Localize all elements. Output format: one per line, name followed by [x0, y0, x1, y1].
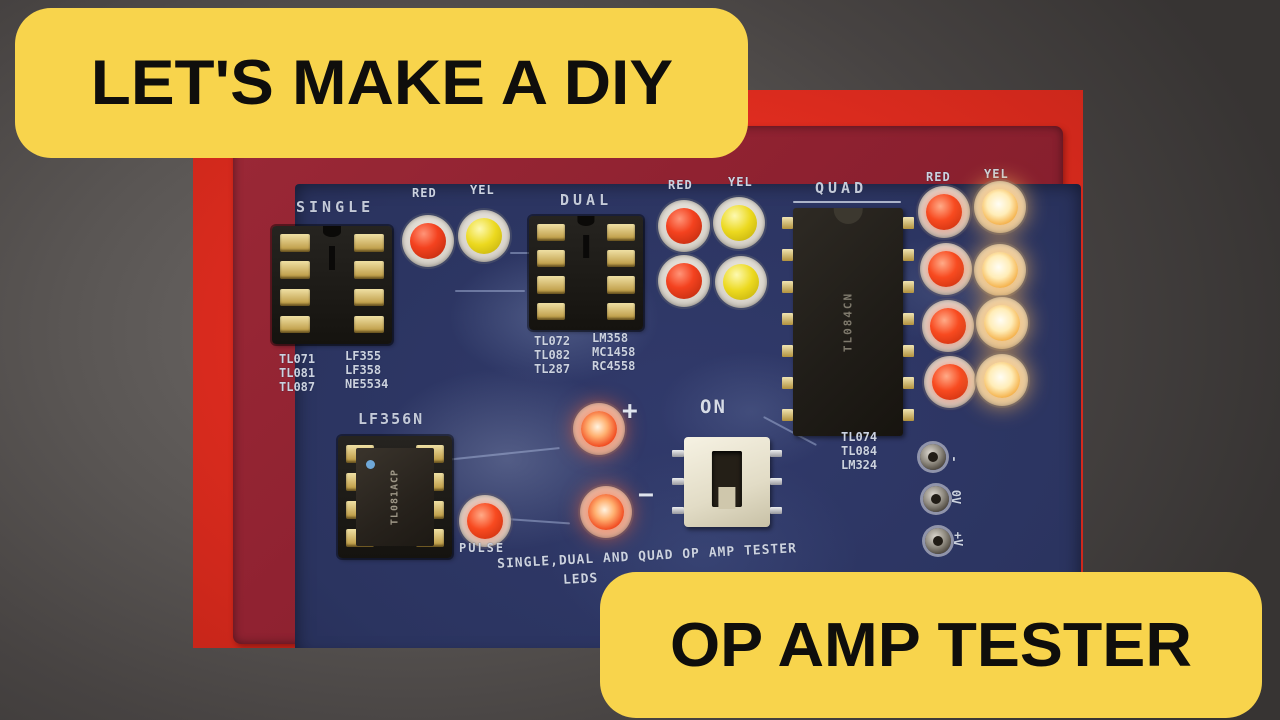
quad-red-led-1 — [918, 186, 970, 238]
terminal-minus-pad — [920, 444, 946, 470]
quad-red-led-2 — [920, 243, 972, 295]
switch-knob — [718, 487, 736, 509]
dual-yellow-led-1 — [713, 197, 765, 249]
quad-chip-list: TL074 TL084 LM324 — [841, 430, 878, 472]
dual-red-label: RED — [668, 178, 693, 192]
single-red-led — [402, 215, 454, 267]
lf356-inserted-chip: TL081ACP — [356, 448, 434, 546]
lf356-label: LF356N — [358, 410, 425, 428]
quad-red-label: RED — [926, 170, 951, 184]
dual-chip-list-col1: TL072 TL082 TL287 — [534, 334, 571, 376]
dual-section-label: DUAL — [560, 191, 613, 209]
quad-yellow-led-4 — [976, 354, 1028, 406]
board-leds-silkscreen: LEDS — [562, 571, 599, 588]
pcb-trace — [455, 290, 525, 292]
terminal-plusv-pad — [925, 528, 951, 554]
quad-red-led-4 — [924, 356, 976, 408]
terminal-plusv-label: +V — [951, 531, 966, 547]
lf356-chip-marking: TL081ACP — [389, 468, 401, 526]
single-yellow-led — [458, 210, 510, 262]
lf356-socket: TL081ACP — [338, 436, 452, 558]
quad-section-label: QUAD — [815, 179, 868, 197]
pulse-led — [459, 495, 511, 547]
quad-chip-marking: TL084CN — [841, 291, 855, 353]
quad-yellow-led-3 — [976, 297, 1028, 349]
quad-yellow-led-1 — [974, 181, 1026, 233]
single-chip-list-col2: LF355 LF358 NE5534 — [345, 349, 389, 391]
socket-slot — [329, 246, 335, 270]
plus-rail-label: + — [622, 396, 638, 426]
minus-rail-label: − — [638, 480, 654, 510]
dual-red-led-1 — [658, 200, 710, 252]
dual-red-led-2 — [658, 255, 710, 307]
quad-red-led-3 — [922, 300, 974, 352]
single-chip-list-col1: TL071 TL081 TL087 — [279, 352, 316, 394]
pulse-label: PULSE — [459, 541, 506, 555]
on-label: ON — [700, 396, 727, 418]
minus-rail-led — [580, 486, 632, 538]
quad-yellow-led-2 — [974, 244, 1026, 296]
single-section-label: SINGLE — [296, 198, 375, 216]
power-switch — [672, 437, 782, 527]
bottom-banner: OP AMP TESTER — [600, 572, 1262, 718]
plus-rail-led — [573, 403, 625, 455]
dual-dip8-socket — [529, 216, 643, 330]
board-photo: SINGLE RED YEL TL071 TL081 TL087 LF355 L… — [193, 90, 1083, 648]
quad-yel-label: YEL — [984, 167, 1009, 181]
terminal-0v-label: 0V — [949, 489, 964, 505]
bottom-banner-text: OP AMP TESTER — [670, 610, 1192, 680]
dual-yellow-led-2 — [715, 256, 767, 308]
single-dip8-socket — [272, 226, 392, 344]
chip-pin1-dot — [365, 459, 375, 469]
socket-notch — [323, 226, 341, 237]
terminal-minus-label: - — [947, 455, 962, 463]
terminal-0v-pad — [923, 486, 949, 512]
single-red-label: RED — [412, 186, 437, 200]
quad-ic-tl084: TL084CN — [782, 208, 914, 436]
quad-underline — [793, 201, 901, 203]
top-banner: LET'S MAKE A DIY — [15, 8, 748, 158]
single-yel-label: YEL — [470, 183, 495, 197]
dual-chip-list-col2: LM358 MC1458 RC4558 — [592, 331, 636, 373]
dual-yel-label: YEL — [728, 175, 753, 189]
top-banner-text: LET'S MAKE A DIY — [90, 48, 673, 118]
